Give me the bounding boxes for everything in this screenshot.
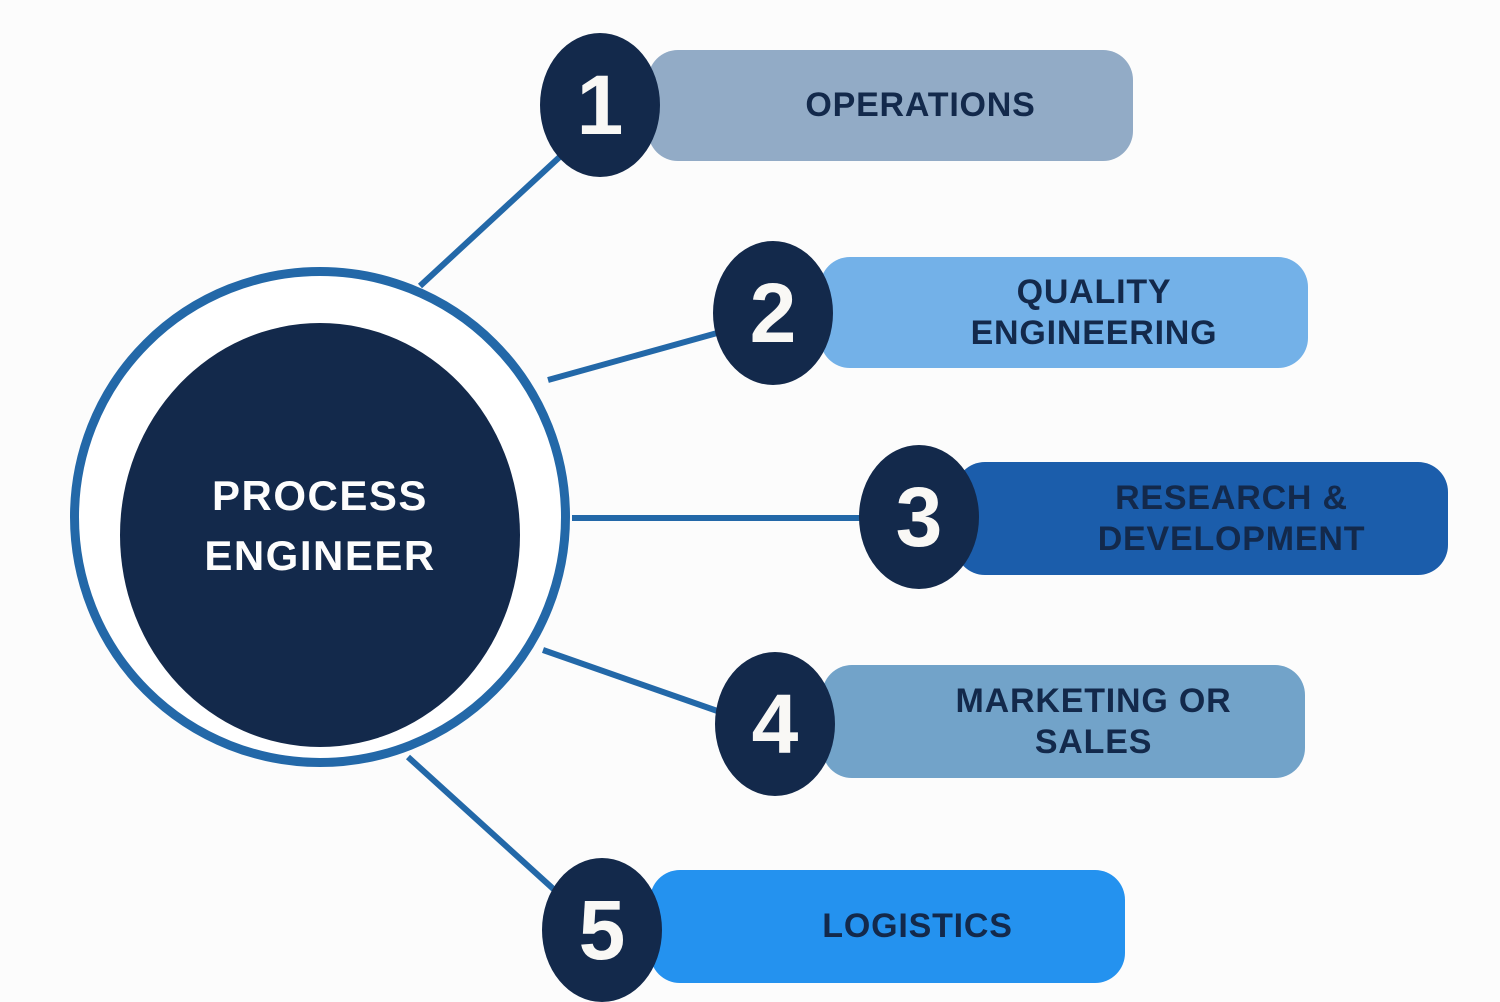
number-circle-4: 4 bbox=[715, 652, 835, 796]
number-circle-2: 2 bbox=[713, 241, 833, 385]
bar-research-development: RESEARCH & DEVELOPMENT bbox=[955, 462, 1448, 575]
connector-line-1 bbox=[417, 137, 581, 289]
bar-quality-engineering: QUALITY ENGINEERING bbox=[820, 257, 1308, 368]
connector-line-2 bbox=[547, 327, 729, 383]
bar-operations: OPERATIONS bbox=[648, 50, 1133, 161]
number-4: 4 bbox=[751, 677, 799, 771]
number-2: 2 bbox=[749, 266, 797, 360]
connector-line-4 bbox=[542, 647, 727, 717]
hub-label: PROCESS ENGINEER bbox=[204, 472, 436, 579]
bar-marketing-sales: MARKETING OR SALES bbox=[822, 665, 1305, 778]
bar-label-logistics: LOGISTICS bbox=[822, 907, 1013, 946]
connector-line-5 bbox=[405, 754, 563, 898]
number-3: 3 bbox=[895, 470, 943, 564]
number-5: 5 bbox=[578, 883, 626, 977]
bar-label-research-development: RESEARCH & DEVELOPMENT bbox=[1097, 479, 1366, 558]
number-circle-1: 1 bbox=[540, 33, 660, 177]
bar-label-operations: OPERATIONS bbox=[805, 86, 1036, 125]
bar-logistics: LOGISTICS bbox=[650, 870, 1125, 983]
bar-label-marketing-sales: MARKETING OR SALES bbox=[955, 682, 1232, 761]
hub-circle: PROCESS ENGINEER bbox=[120, 323, 520, 747]
number-circle-5: 5 bbox=[542, 858, 662, 1002]
number-1: 1 bbox=[576, 58, 624, 152]
bar-label-quality-engineering: QUALITY ENGINEERING bbox=[970, 273, 1218, 352]
number-circle-3: 3 bbox=[859, 445, 979, 589]
